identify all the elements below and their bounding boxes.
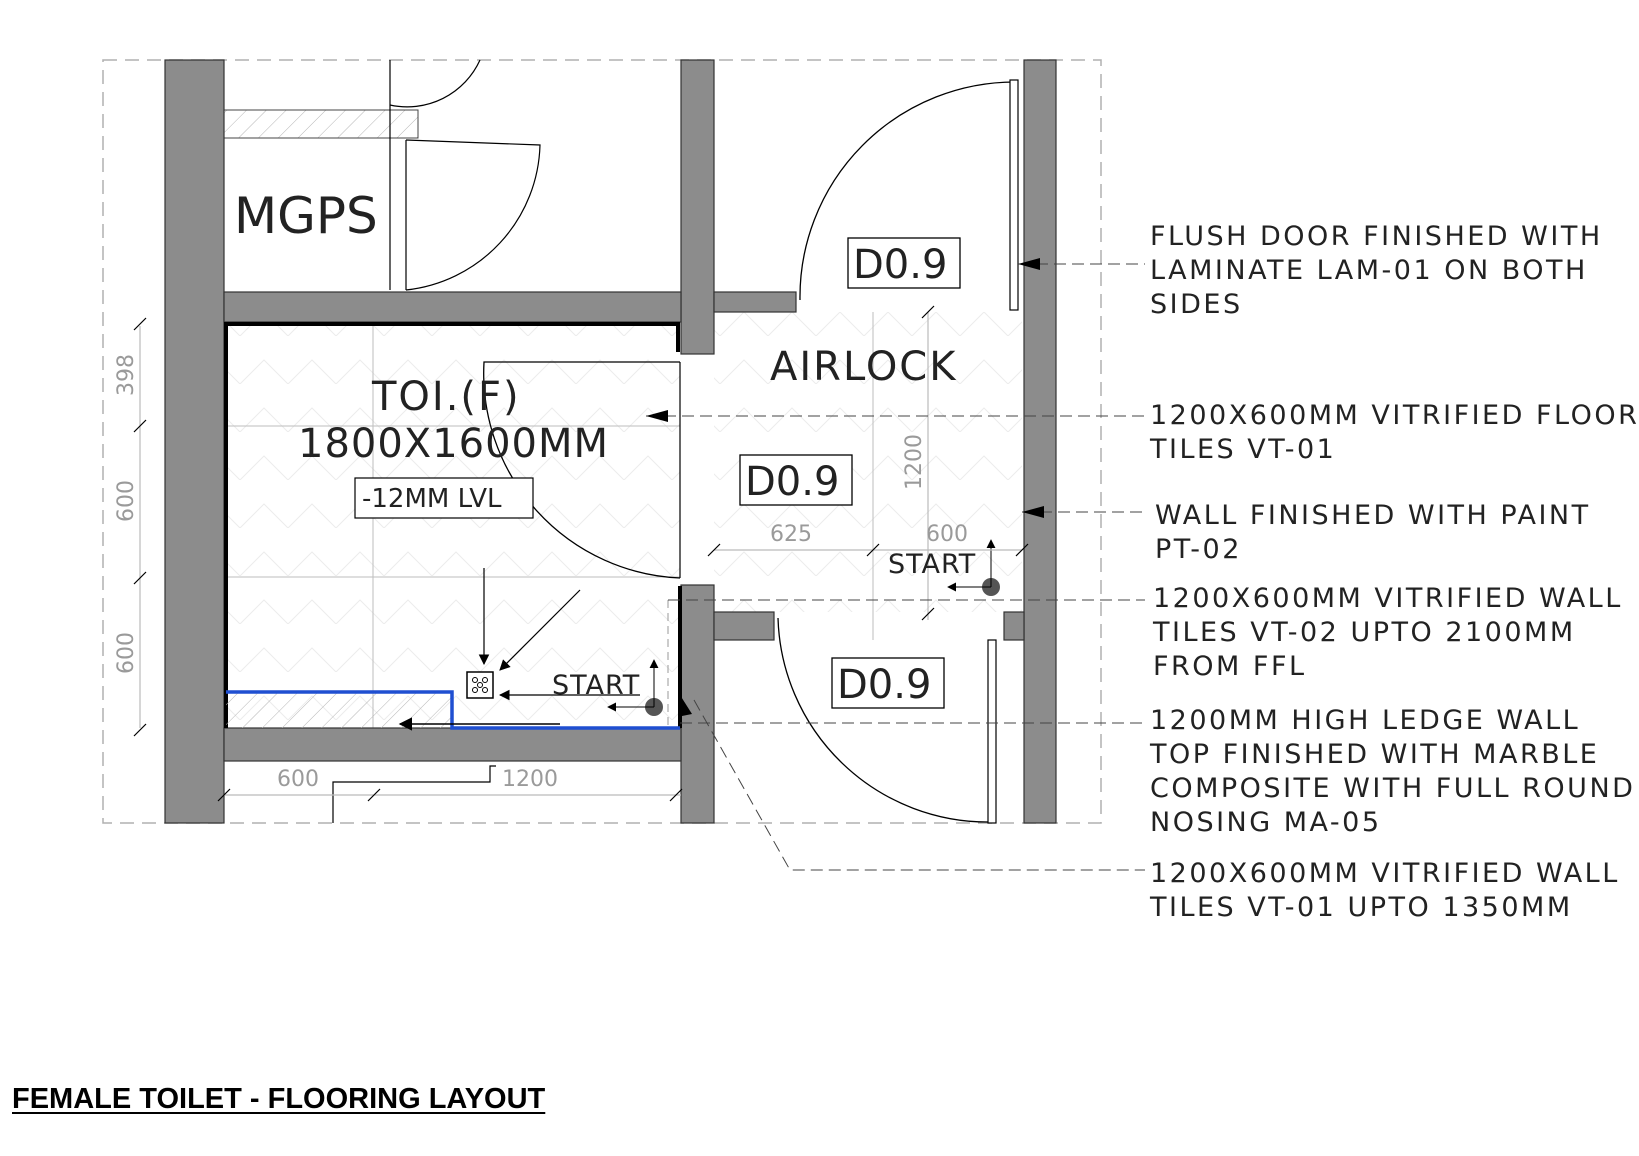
toilet-level-box [354,477,534,519]
note-2-line-1: 1200X600MM VITRIFIED FLOOR [1150,400,1639,431]
note-1-line-2: LAMINATE LAM-01 ON BOTH [1150,255,1588,286]
walls [164,59,1057,824]
airlock-bottom-door-leaf [987,639,997,824]
door-tag-1: D0.9 [853,242,947,288]
start-label-airlock: START [888,549,976,580]
note-1: FLUSH DOOR FINISHED WITH LAMINATE LAM-01… [1150,221,1603,320]
door-tag-3: D0.9 [837,662,931,708]
start-marker-toilet [607,659,663,716]
wall-mid [680,59,715,355]
note-6-line-1: 1200X600MM VITRIFIED WALL [1150,858,1620,889]
door-tag-box-3 [831,657,945,709]
mgps-door-swing-top [389,59,481,108]
note-5-line-3: COMPOSITE WITH FULL ROUND [1150,773,1635,804]
dim-600-b: 600 [114,632,139,674]
note-3-line-2: PT-02 [1155,534,1242,565]
note-1-line-3: SIDES [1150,289,1243,320]
drain-slope-arrow-2 [499,589,581,671]
drawing-title: FEMALE TOILET - FLOORING LAYOUT [12,1083,546,1115]
door-tag-box-2 [739,454,853,506]
toilet-floor-tiles [228,326,680,728]
note-6: 1200X600MM VITRIFIED WALL TILES VT-01 UP… [1149,858,1620,923]
note-2-line-2: TILES VT-01 [1149,434,1336,465]
leader-arrows [646,258,1044,716]
note-3-line-1: WALL FINISHED WITH PAINT [1155,500,1591,531]
dim-airlock-1200: 1200 [902,434,927,490]
floor-drain-icon [466,671,494,699]
airlock-top-door-leaf [1009,79,1019,311]
dim-600-a: 600 [114,480,139,522]
toilet-level-label: -12MM LVL [362,484,502,514]
door-tag-2: D0.9 [745,459,839,505]
dim-bottom-600: 600 [277,767,319,792]
toilet-size-label: 1800X1600MM [298,421,609,467]
note-5: 1200MM HIGH LEDGE WALL TOP FINISHED WITH… [1149,705,1635,838]
dim-bottom-1200: 1200 [502,767,558,792]
mgps-hatch-strip [223,109,419,139]
wall-top-airlock [713,291,797,313]
wall-airlock-bottom [713,611,775,641]
airlock-bottom-door-swing [777,617,991,823]
door-tag-box-1 [847,237,961,289]
start-marker-airlock [947,539,1000,596]
dim-airlock-600: 600 [926,522,968,547]
note-6-line-2: TILES VT-01 UPTO 1350MM [1149,892,1573,923]
wall-top-toilet [223,291,682,323]
mgps-label: MGPS [234,187,378,245]
note-2: 1200X600MM VITRIFIED FLOOR TILES VT-01 [1149,400,1639,465]
wall-airlock-bottom-right [1003,611,1025,641]
dim-airlock-625: 625 [770,522,812,547]
start-label-toilet: START [552,670,640,701]
corridor-door [332,765,496,823]
note-3: WALL FINISHED WITH PAINT PT-02 [1155,500,1591,565]
airlock-top-door-swing [799,81,1017,301]
ledge-hatch [226,692,452,728]
dim-398: 398 [114,354,139,396]
dimension-lines [133,305,1029,802]
note-1-line-1: FLUSH DOOR FINISHED WITH [1150,221,1603,252]
wall-left [164,59,225,824]
airlock-label: AIRLOCK [770,344,957,390]
wall-right [1023,59,1057,824]
wall-mid-lower [680,584,715,824]
note-5-line-2: TOP FINISHED WITH MARBLE [1149,739,1599,770]
mgps-door-swing [405,139,541,291]
note-5-line-1: 1200MM HIGH LEDGE WALL [1150,705,1580,736]
note-5-line-4: NOSING MA-05 [1150,807,1382,838]
note-4-line-3: FROM FFL [1153,651,1307,682]
wall-bottom-toilet [223,727,682,762]
note-4-line-2: TILES VT-02 UPTO 2100MM [1152,617,1576,648]
toilet-name-label: TOI.(F) [371,374,521,420]
ledge-outline [226,690,680,730]
note-4-line-1: 1200X600MM VITRIFIED WALL [1153,583,1623,614]
toilet-outline [224,322,680,728]
note-4: 1200X600MM VITRIFIED WALL TILES VT-02 UP… [1152,583,1623,682]
